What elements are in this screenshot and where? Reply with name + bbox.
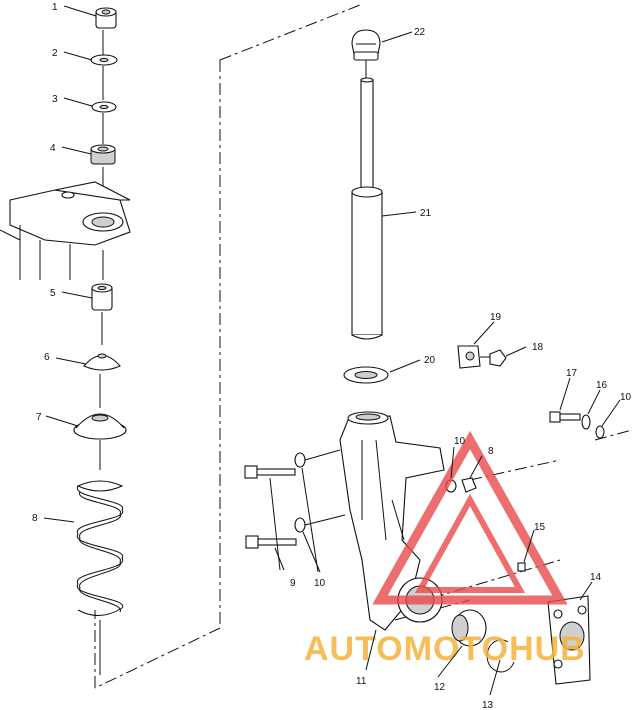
callout-4: 4	[50, 143, 56, 154]
snap-ring-part-13	[486, 639, 515, 673]
callout-20: 20	[424, 355, 436, 366]
bushing-part-4	[90, 144, 116, 165]
washer-part-3	[91, 101, 117, 113]
nut-part-8-small	[461, 477, 477, 493]
washer-part-2	[90, 54, 118, 66]
leader-lines	[43, 5, 621, 696]
callout-13: 13	[482, 700, 494, 710]
washer-part-20	[343, 366, 389, 384]
callout-18: 18	[532, 342, 544, 353]
washers-part-10-left	[294, 452, 306, 533]
callout-10-middle: 10	[454, 436, 466, 447]
callout-22: 22	[414, 27, 426, 38]
callout-6: 6	[44, 352, 50, 363]
hub-part-14	[547, 595, 591, 685]
nut-part-1	[95, 7, 117, 29]
callout-10-right: 10	[620, 392, 632, 403]
pin-part-15	[517, 562, 526, 572]
callout-2: 2	[52, 48, 58, 59]
washer-part-10-right	[595, 425, 605, 439]
upper-mount-bracket	[0, 181, 131, 280]
callout-15: 15	[534, 522, 546, 533]
callout-10-left: 10	[314, 578, 326, 589]
clamp-bracket-part-19	[457, 345, 481, 369]
callout-8-small: 8	[488, 446, 494, 457]
bolt-part-17	[549, 411, 581, 423]
watermark-text: AUTOMOTOHUB	[304, 630, 586, 668]
spring-seat-part-7	[73, 413, 127, 440]
callout-17: 17	[566, 368, 578, 379]
cup-part-6	[83, 353, 121, 371]
callout-9: 9	[290, 578, 296, 589]
watermark-logo	[372, 430, 568, 605]
callout-labels: 1 2 3 4 5 6 7 8 9 10 10 10 11 12 13 14 1…	[32, 2, 632, 710]
callout-21: 21	[420, 208, 432, 219]
callout-19: 19	[490, 312, 502, 323]
bearing-part-12	[451, 609, 487, 647]
coil-spring-part-8	[76, 480, 124, 616]
nut-part-18	[489, 349, 507, 367]
callout-8: 8	[32, 513, 38, 524]
callout-16: 16	[596, 380, 608, 391]
callout-12: 12	[434, 682, 446, 693]
washer-part-16	[581, 414, 591, 430]
bump-stop-part-22	[351, 29, 381, 61]
callout-1: 1	[52, 2, 58, 13]
callout-3: 3	[52, 94, 58, 105]
shock-absorber-part-21	[351, 77, 383, 340]
callout-5: 5	[50, 288, 56, 299]
bushing-part-5	[91, 283, 113, 311]
callout-14: 14	[590, 572, 602, 583]
callout-7: 7	[36, 412, 42, 423]
callout-11: 11	[356, 676, 367, 687]
